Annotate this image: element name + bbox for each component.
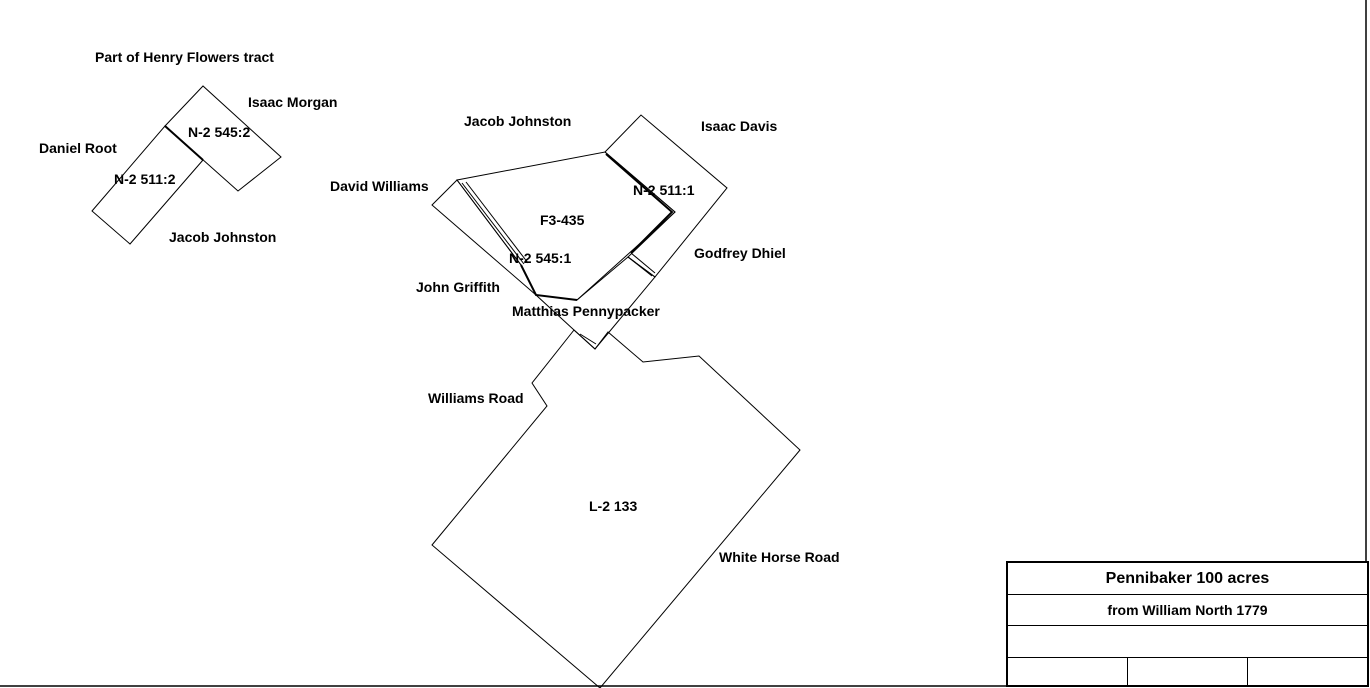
line-godfrey-strip-b <box>630 252 656 274</box>
label-daniel-root: Daniel Root <box>39 140 117 156</box>
label-jacob-johnston-west: Jacob Johnston <box>169 229 276 245</box>
label-john-griffith: John Griffith <box>416 279 500 295</box>
label-david-williams: David Williams <box>330 178 429 194</box>
line-f3-435-east <box>605 153 674 254</box>
title-block-subtitle: from William North 1779 <box>1008 595 1367 626</box>
label-isaac-davis: Isaac Davis <box>701 118 777 134</box>
label-williams-road: Williams Road <box>428 390 524 406</box>
label-n2-545-1: N-2 545:1 <box>509 250 571 266</box>
label-n2-511-1: N-2 511:1 <box>633 182 695 198</box>
label-f3-435: F3-435 <box>540 212 585 228</box>
title-block-blank-row <box>1008 626 1367 658</box>
label-white-horse-road: White Horse Road <box>719 549 840 565</box>
title-block: Pennibaker 100 acres from William North … <box>1006 561 1369 687</box>
label-godfrey-dhiel: Godfrey Dhiel <box>694 245 786 261</box>
label-part-of-henry-flowers: Part of Henry Flowers tract <box>95 49 274 65</box>
title-block-cell <box>1008 658 1128 686</box>
label-n2-511-2: N-2 511:2 <box>114 171 176 187</box>
parcel-l2-133 <box>431 329 801 688</box>
title-block-title: Pennibaker 100 acres <box>1008 563 1367 595</box>
label-l2-133: L-2 133 <box>589 498 637 514</box>
title-block-cell <box>1248 658 1367 686</box>
line-n2-545-2-boundary <box>164 125 204 161</box>
parcel-n2-545-2 <box>164 85 282 192</box>
line-david-williams-strip-b <box>465 181 529 264</box>
label-matthias-pennypacker: Matthias Pennypacker <box>512 303 660 319</box>
title-block-cell <box>1128 658 1248 686</box>
line-david-williams-strip-a <box>461 182 525 265</box>
label-jacob-johnston-north: Jacob Johnston <box>464 113 571 129</box>
label-n2-545-2: N-2 545:2 <box>188 124 250 140</box>
label-isaac-morgan: Isaac Morgan <box>248 94 337 110</box>
title-block-cells <box>1008 658 1367 686</box>
line-pennypacker-inner <box>579 333 597 345</box>
parcel-n2-545-1 <box>431 179 537 296</box>
